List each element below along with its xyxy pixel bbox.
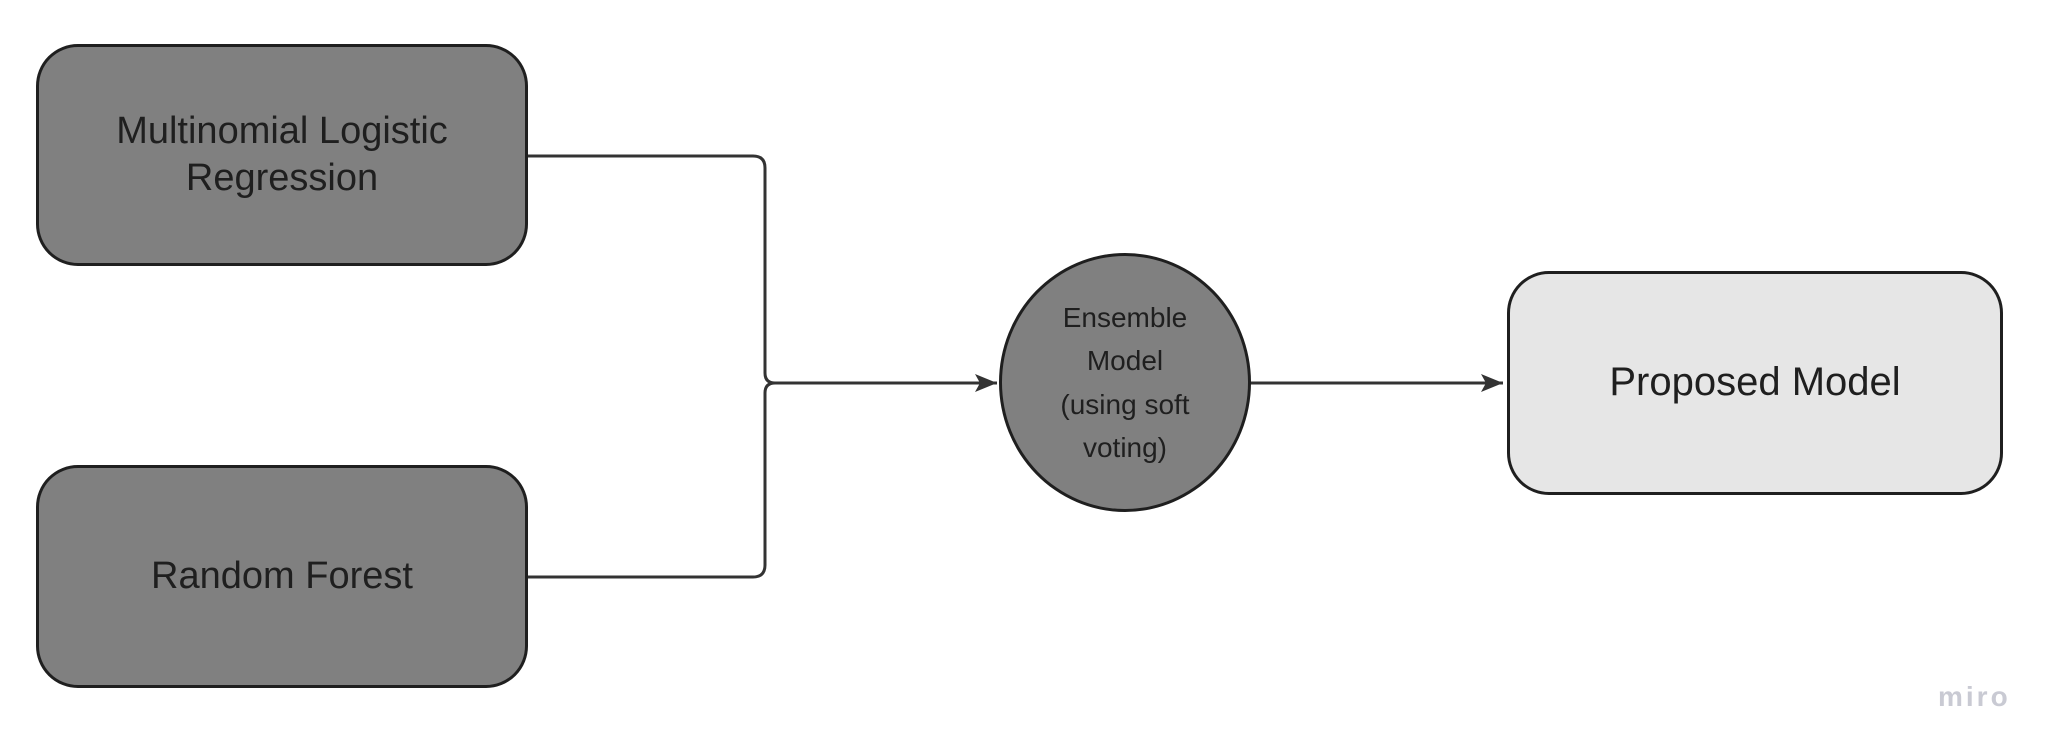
- shape-proposed-model[interactable]: Proposed Model: [1507, 271, 2003, 495]
- connector-mlr-to-junction[interactable]: [528, 154, 776, 385]
- shape-ensemble-model[interactable]: Ensemble Model (using soft voting): [999, 253, 1251, 512]
- connector-rf-to-junction[interactable]: [528, 381, 776, 579]
- shape-multinomial-logistic-regression[interactable]: Multinomial Logistic Regression: [36, 44, 528, 266]
- shape-label: Ensemble Model (using soft voting): [1060, 301, 1190, 463]
- shape-random-forest[interactable]: Random Forest: [36, 465, 528, 688]
- shape-label: Random Forest: [151, 555, 413, 598]
- shape-label: Multinomial Logistic Regression: [116, 110, 448, 199]
- shape-label: Proposed Model: [1609, 360, 1901, 405]
- miro-watermark-logo: miro: [1938, 681, 2011, 712]
